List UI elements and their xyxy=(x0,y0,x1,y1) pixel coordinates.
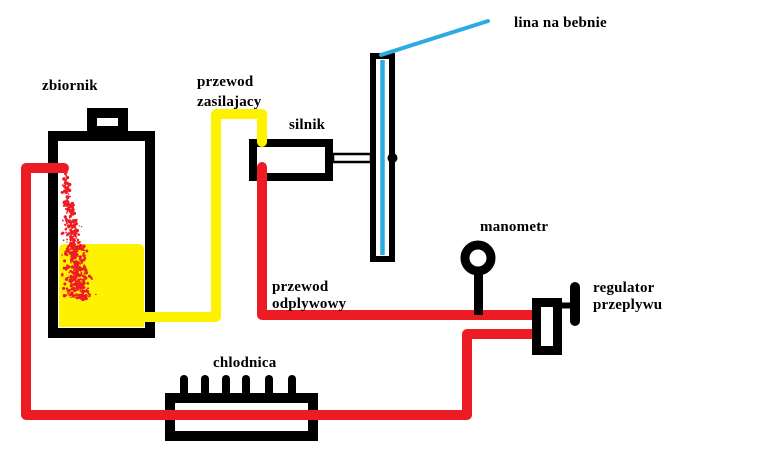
rope-leader-line xyxy=(379,19,490,57)
supply-line-pipe xyxy=(137,109,267,322)
rope-on-drum-label: lina na bebnie xyxy=(514,15,607,31)
cooler-label: chlodnica xyxy=(213,355,277,371)
motor-shaft xyxy=(331,152,373,164)
flow-regulator-label: regulator przeplywu xyxy=(593,280,663,313)
drain-line-label: przewod odplywowy xyxy=(272,279,347,312)
gauge-dial xyxy=(460,240,496,276)
regulator-body xyxy=(532,298,562,355)
oil-spray-icon xyxy=(60,165,97,302)
tank-label: zbiornik xyxy=(42,78,98,94)
tank-cap xyxy=(87,108,128,136)
drum-axle-dot xyxy=(387,153,398,163)
pressure-gauge-label: manometr xyxy=(480,219,549,235)
drain-line-pipe xyxy=(257,162,538,320)
motor-body xyxy=(249,139,333,181)
motor-label: silnik xyxy=(289,117,326,133)
supply-line-label: przewod zasilajacy xyxy=(197,74,262,110)
return-line-pipe xyxy=(21,163,538,420)
